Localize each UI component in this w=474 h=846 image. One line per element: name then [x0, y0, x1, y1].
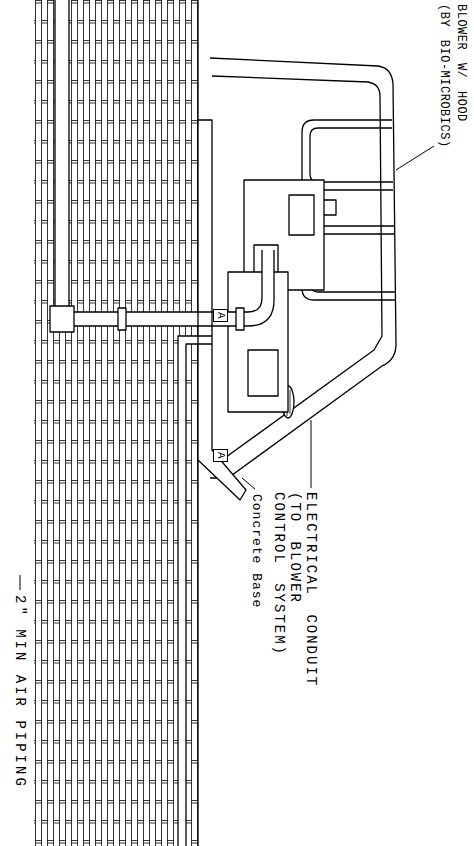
pipe-elbow	[50, 306, 74, 332]
pipe-union	[236, 308, 244, 330]
blower-box	[228, 272, 288, 412]
pipe-union	[118, 308, 126, 330]
part-label: Concrete Base	[248, 494, 264, 608]
leader-line	[396, 146, 434, 170]
hood-rib	[310, 128, 393, 182]
part-label: BLOWER W/ HOOD (BY BIO-MICROBICS)	[435, 4, 469, 152]
section-mark: A	[213, 309, 228, 322]
hood-outline	[210, 58, 396, 478]
motor-panel	[289, 195, 314, 235]
leader-line	[20, 575, 21, 590]
hood-inner-edge	[212, 76, 382, 460]
part-label: 2" MIN AIR PIPING	[12, 595, 28, 789]
blower-panel	[248, 350, 278, 396]
section-mark: A	[213, 449, 228, 462]
air-pipe	[55, 0, 274, 326]
part-label: ELECTRICAL CONDUIT (TO BLOWER CONTROL SY…	[271, 492, 319, 691]
concrete-base	[198, 120, 246, 500]
leader-line	[311, 420, 312, 488]
base-penetrations	[198, 312, 212, 344]
pipe-fill	[55, 0, 274, 326]
leader-line	[242, 478, 255, 489]
